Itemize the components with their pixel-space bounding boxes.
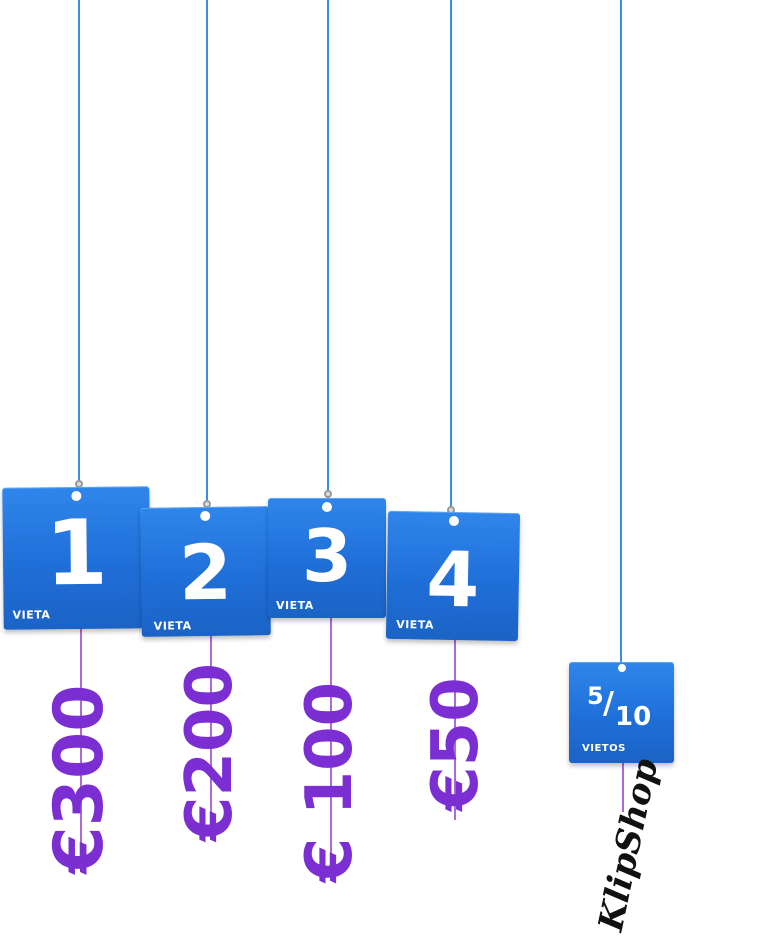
place-label: VIETA — [12, 608, 51, 622]
place-tag-2: 2 VIETA — [140, 506, 271, 637]
prize-string-4 — [454, 640, 456, 820]
tag-hole — [448, 515, 460, 527]
hanging-string-3 — [327, 0, 329, 500]
prize-amount-2: €200 — [173, 662, 247, 842]
fraction-denominator: 10 — [615, 702, 652, 732]
place-label: VIETA — [276, 599, 314, 612]
fraction: 5 / 10 — [587, 680, 667, 732]
place-number: 1 — [44, 500, 109, 607]
prize-amount-4: €50 — [419, 677, 493, 811]
prize-amount-3: € 100 — [293, 681, 367, 883]
place-tag-3: 3 VIETA — [268, 498, 386, 618]
klipshop-logo: KlipShop — [590, 755, 667, 935]
hanging-string-4 — [450, 0, 452, 515]
place-label: VIETA — [153, 619, 192, 633]
place-tag-4: 4 VIETA — [385, 510, 521, 642]
hook-3 — [324, 490, 332, 498]
hanging-string-5 — [620, 0, 622, 665]
places-5-10-tag: 5 / 10 VIETOS — [569, 662, 674, 763]
prize-string-3 — [330, 618, 332, 878]
place-tag-1: 1 VIETA — [2, 486, 151, 630]
tag-hole — [322, 502, 332, 512]
prize-string-2 — [210, 635, 212, 835]
prize-amount-1: €300 — [40, 684, 119, 874]
fraction-slash: / — [603, 686, 614, 721]
places-label: VIETOS — [582, 743, 626, 754]
place-label: VIETA — [396, 618, 435, 632]
hanging-string-2 — [206, 0, 208, 510]
tag-hole — [617, 664, 626, 672]
place-number: 2 — [178, 527, 233, 618]
fraction-numerator: 5 — [587, 682, 604, 710]
place-number: 4 — [425, 534, 481, 625]
tag-hole — [199, 510, 210, 522]
hanging-string-1 — [78, 0, 80, 490]
tag-hole — [70, 490, 81, 502]
prize-string-1 — [80, 625, 82, 865]
logo-string — [622, 762, 624, 812]
place-number: 3 — [301, 514, 353, 598]
